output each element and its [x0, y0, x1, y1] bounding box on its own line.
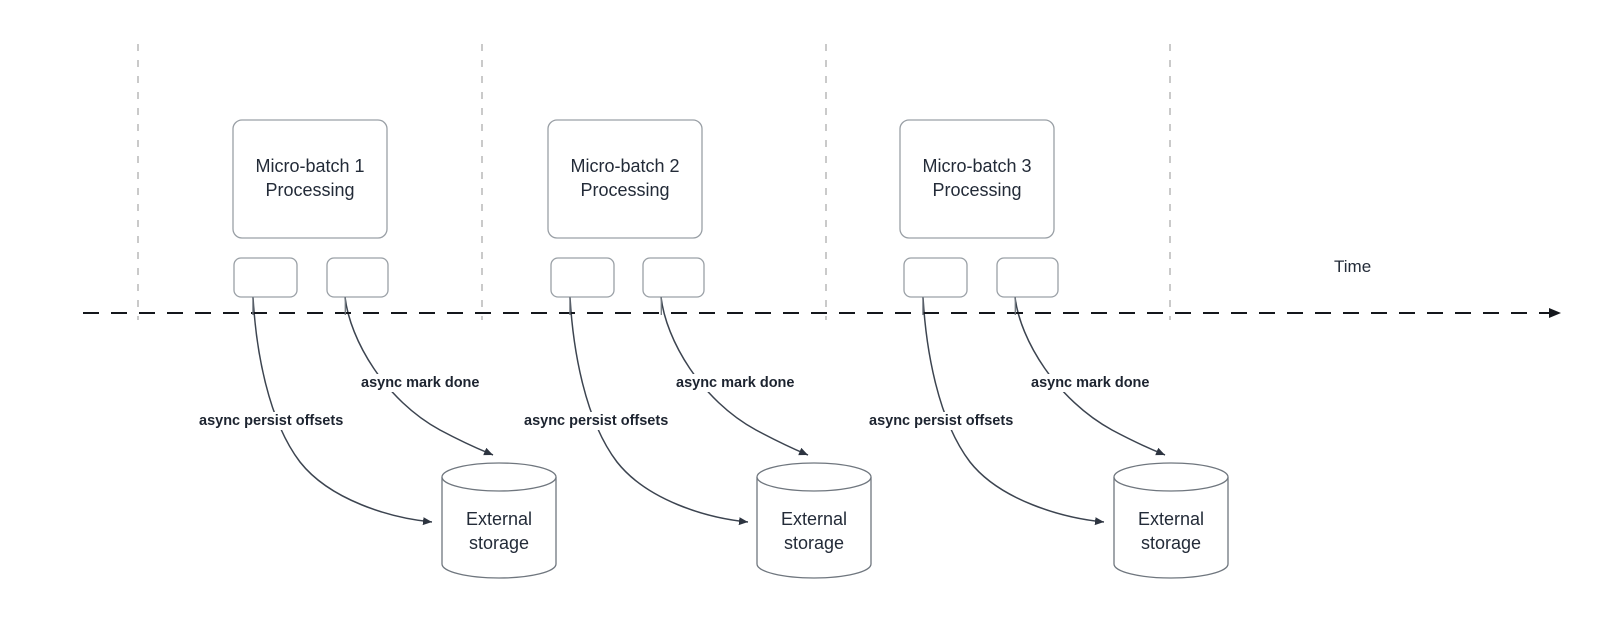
- persist-offsets-label: async persist offsets: [199, 413, 343, 429]
- micro-batch-title: Micro-batch 1: [255, 156, 364, 176]
- cylinder-top-ellipse: [1113, 476, 1229, 492]
- time-axis-label: Time: [1334, 257, 1371, 276]
- persist-offsets-task-box[interactable]: [233, 257, 298, 298]
- cylinder-top-ellipse: [756, 476, 872, 492]
- storage-label-line2: storage: [784, 533, 844, 553]
- mark-done-label: async mark done: [1031, 375, 1149, 391]
- persist-offsets-task-box[interactable]: [903, 257, 968, 298]
- storage-label-line1: External: [1138, 509, 1204, 529]
- mark-done-label: async mark done: [361, 375, 479, 391]
- mark-done-label: async mark done: [676, 375, 794, 391]
- storage-label-line2: storage: [469, 533, 529, 553]
- external-storage-cylinder[interactable]: [1113, 462, 1229, 579]
- axis-label-group: Time: [1334, 257, 1371, 276]
- mark-done-arrow: [660, 296, 809, 456]
- storage-label-line1: External: [466, 509, 532, 529]
- flow-curves: [252, 296, 1166, 526]
- label-backdrop: [1028, 374, 1153, 392]
- micro-batch-subtitle: Processing: [265, 180, 354, 200]
- storage-label-line2: storage: [1141, 533, 1201, 553]
- micro-batch-subtitle: Processing: [580, 180, 669, 200]
- micro-batch-title: Micro-batch 3: [922, 156, 1031, 176]
- mark-done-task-box[interactable]: [642, 257, 705, 298]
- label-backdrop: [673, 374, 798, 392]
- edge-labels: async persist offsets async mark done asyn…: [196, 374, 1153, 430]
- mark-done-task-box[interactable]: [326, 257, 389, 298]
- mark-done-arrow: [344, 296, 494, 456]
- label-backdrop: [521, 412, 672, 430]
- mark-done-arrow: [1014, 296, 1166, 456]
- mark-done-task-box[interactable]: [996, 257, 1059, 298]
- persist-offsets-arrow: [252, 296, 433, 526]
- external-storage-cylinder[interactable]: [441, 462, 557, 579]
- gridlines: [137, 44, 1171, 320]
- micro-batch-title: Micro-batch 2: [570, 156, 679, 176]
- micro-batch-box[interactable]: [899, 119, 1055, 239]
- persist-offsets-arrow: [569, 296, 749, 526]
- label-backdrop: [196, 412, 347, 430]
- cylinder-top-ellipse: [441, 476, 557, 492]
- label-backdrop: [358, 374, 483, 392]
- micro-batch-subtitle: Processing: [932, 180, 1021, 200]
- micro-batch-box[interactable]: [547, 119, 703, 239]
- persist-offsets-task-box[interactable]: [550, 257, 615, 298]
- persist-offsets-arrow: [922, 296, 1105, 526]
- persist-offsets-label: async persist offsets: [869, 413, 1013, 429]
- external-storage-cylinder[interactable]: [756, 462, 872, 579]
- micro-batch-box[interactable]: [232, 119, 388, 239]
- persist-offsets-label: async persist offsets: [524, 413, 668, 429]
- storage-label-line1: External: [781, 509, 847, 529]
- label-backdrop: [866, 412, 1017, 430]
